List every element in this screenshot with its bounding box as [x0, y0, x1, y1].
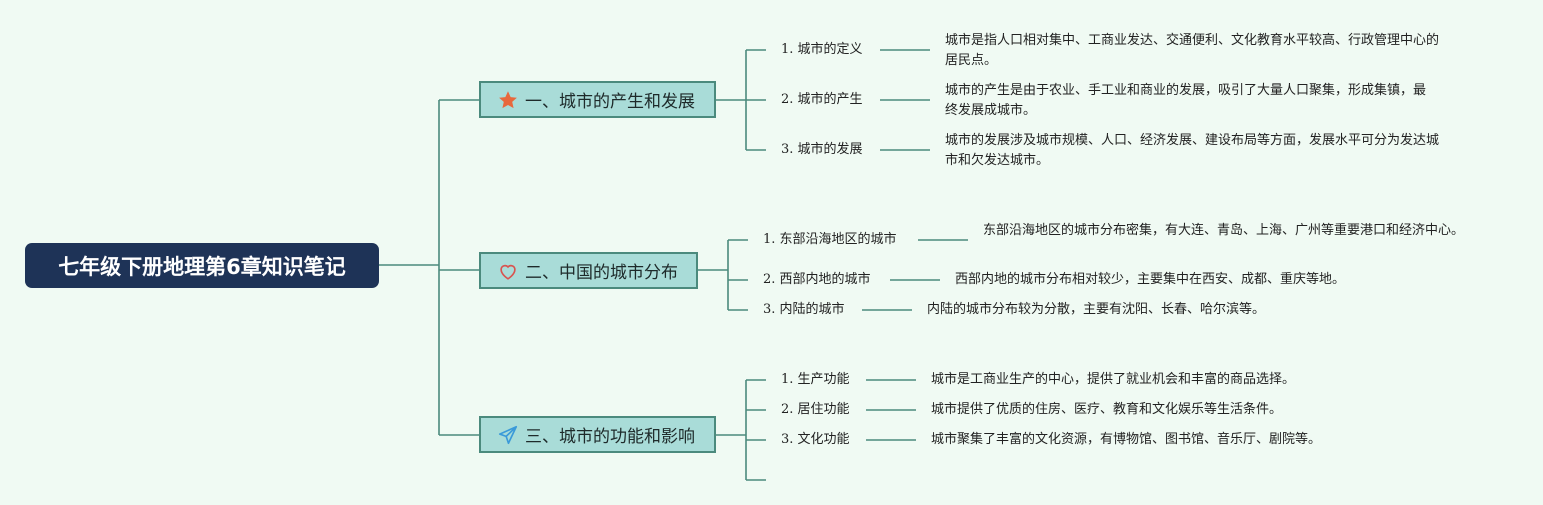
branch-node-1[interactable]: 一、城市的产生和发展	[479, 81, 716, 118]
leaf-label[interactable]: 2. 居住功能	[781, 402, 850, 417]
heart-icon	[497, 260, 519, 282]
star-icon	[497, 89, 519, 111]
branch-node-2[interactable]: 二、中国的城市分布	[479, 252, 698, 289]
leaf-label[interactable]: 2. 城市的产生	[781, 92, 863, 107]
leaf-label[interactable]: 3. 文化功能	[781, 432, 850, 447]
branch-label: 二、中国的城市分布	[525, 263, 678, 283]
leaf-label[interactable]: 3. 城市的发展	[781, 142, 863, 157]
branch-label: 三、城市的功能和影响	[525, 427, 695, 447]
leaf-description: 城市的发展涉及城市规模、人口、经济发展、建设布局等方面，发展水平可分为发达城市和…	[945, 133, 1440, 168]
branch-node-3[interactable]: 三、城市的功能和影响	[479, 416, 716, 453]
paper-plane-icon	[497, 424, 519, 446]
leaf-label[interactable]: 1. 城市的定义	[781, 42, 863, 57]
leaf-description: 内陆的城市分布较为分散，主要有沈阳、长春、哈尔滨等。	[927, 302, 1266, 317]
root-node[interactable]: 七年级下册地理第6章知识笔记	[25, 243, 379, 288]
branch-label: 一、城市的产生和发展	[525, 92, 695, 112]
root-title: 七年级下册地理第6章知识笔记	[58, 254, 346, 279]
leaf-description: 西部内地的城市分布相对较少，主要集中在西安、成都、重庆等地。	[955, 272, 1346, 287]
leaf-description: 城市的产生是由于农业、手工业和商业的发展，吸引了大量人口聚集，形成集镇，最终发展…	[945, 83, 1427, 118]
leaf-label[interactable]: 2. 西部内地的城市	[763, 272, 871, 287]
leaf-description: 东部沿海地区的城市分布密集，有大连、青岛、上海、广州等重要港口和经济中心。	[983, 223, 1465, 238]
leaf-label[interactable]: 1. 生产功能	[781, 372, 850, 387]
leaf-description: 城市聚集了丰富的文化资源，有博物馆、图书馆、音乐厅、剧院等。	[931, 432, 1322, 447]
leaf-description: 城市提供了优质的住房、医疗、教育和文化娱乐等生活条件。	[931, 402, 1283, 417]
leaf-description: 城市是指人口相对集中、工商业发达、交通便利、文化教育水平较高、行政管理中心的居民…	[945, 33, 1440, 68]
leaf-description: 城市是工商业生产的中心，提供了就业机会和丰富的商品选择。	[931, 372, 1296, 387]
leaf-label[interactable]: 1. 东部沿海地区的城市	[763, 232, 897, 247]
leaf-label[interactable]: 3. 内陆的城市	[763, 302, 845, 317]
